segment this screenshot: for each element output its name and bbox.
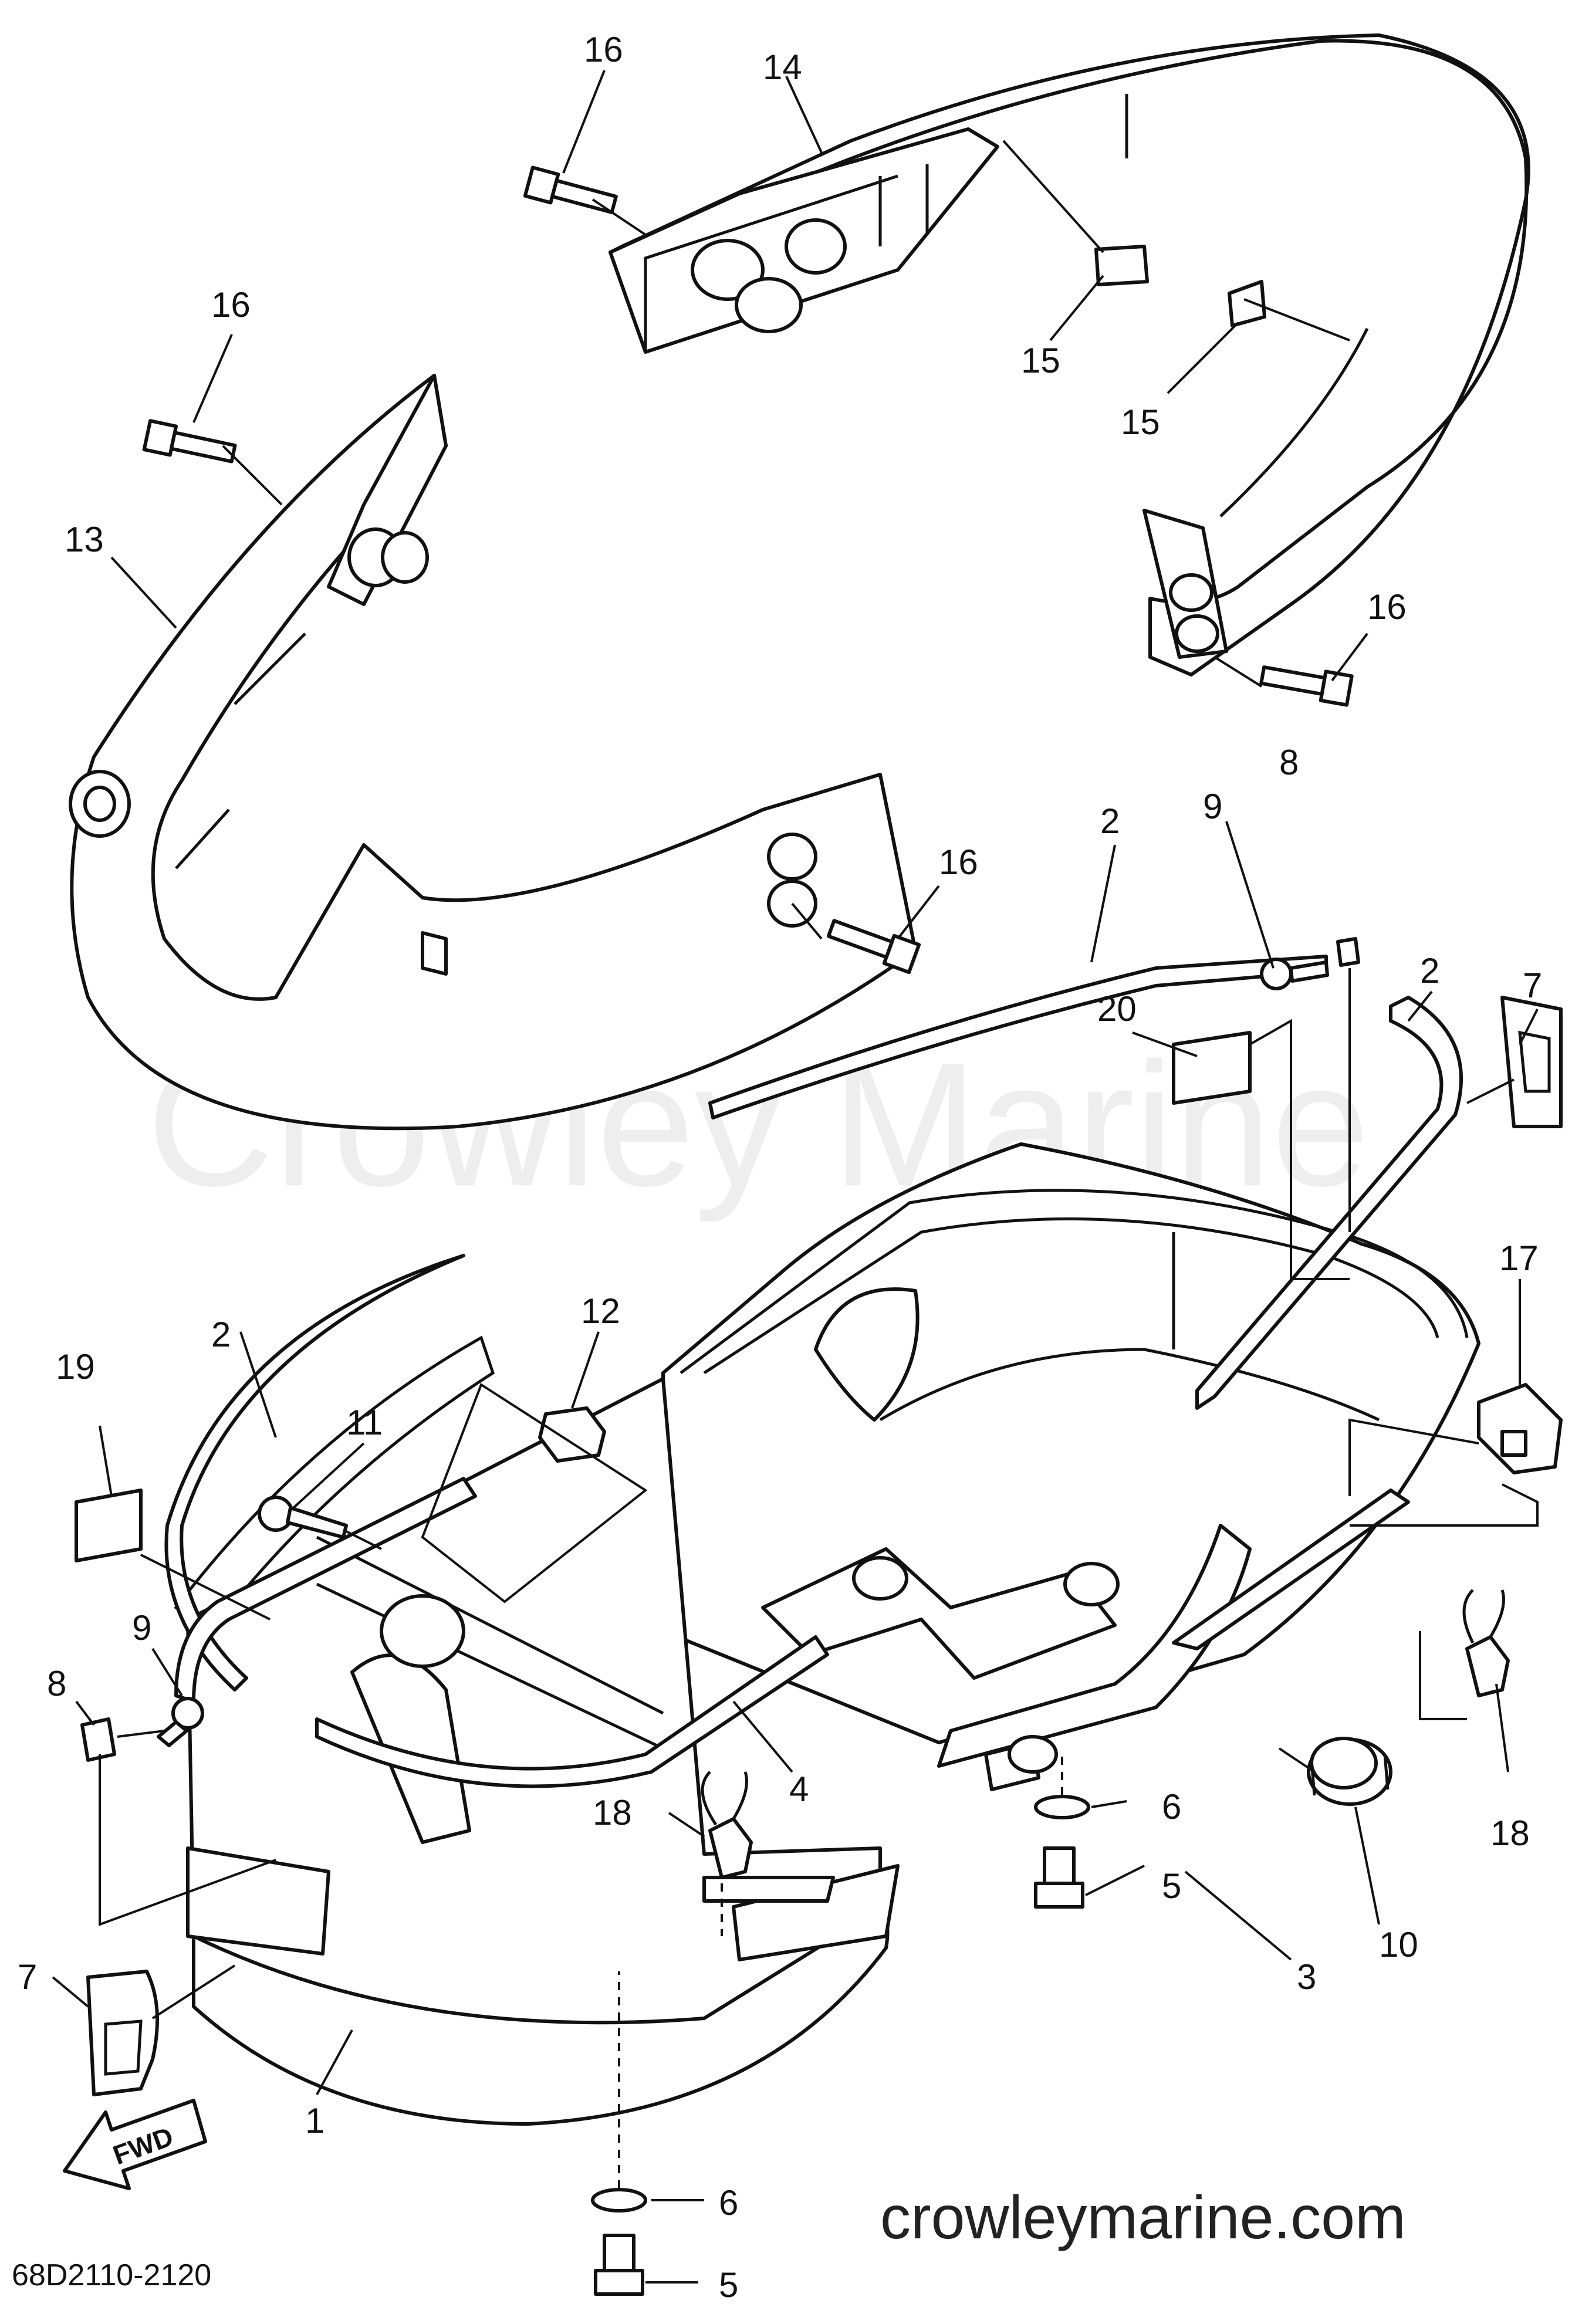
callout-16: 16: [1367, 587, 1407, 627]
callout-6: 6: [719, 2183, 738, 2222]
callout-leaders: [52, 70, 1539, 2284]
callout-3: 3: [1297, 1957, 1316, 1997]
callout-15: 15: [1021, 341, 1060, 380]
callout-2: 2: [1100, 801, 1120, 841]
part-17-holder: [1477, 1383, 1563, 1474]
part-20-label: [1172, 1031, 1252, 1105]
callout-20: 20: [1097, 989, 1137, 1029]
callout-16: 16: [211, 285, 251, 324]
callout-17: 17: [1499, 1239, 1539, 1278]
callout-18: 18: [1490, 1814, 1530, 1853]
callout-2: 2: [211, 1315, 231, 1354]
part-18-clamps: [701, 1589, 1510, 1879]
site-name: crowleymarine.com: [880, 2184, 1406, 2252]
callout-4: 4: [789, 1770, 809, 1809]
callout-8: 8: [47, 1664, 66, 1703]
part-15-pads: [1094, 245, 1266, 327]
part-14-front-apron: [609, 33, 1530, 676]
part-8-nut-plates: [80, 937, 1360, 1762]
callout-15: 15: [1121, 402, 1160, 442]
diagram-code: 68D2110-2120: [12, 2258, 211, 2292]
part-9-screws: [157, 958, 1329, 1747]
callout-5: 5: [1162, 1866, 1181, 1906]
callout-1: 1: [305, 2101, 324, 2140]
callout-18: 18: [593, 1793, 632, 1832]
part-6-washers: [591, 1795, 1090, 2213]
fwd-arrow-icon: FWD: [63, 2099, 207, 2190]
callout-9: 9: [132, 1608, 151, 1648]
part-11-screw: [258, 1496, 348, 1539]
callout-labels: 16 14 16 15 15 13 16 8 9 2 16 2 7 20 17 …: [18, 30, 1542, 2305]
assembly-lines: [99, 140, 1539, 2188]
part-4-cowling-seal: [174, 1477, 835, 1903]
part-7-clamps: [86, 996, 1563, 2096]
callout-9: 9: [1203, 787, 1222, 826]
callout-6: 6: [1162, 1787, 1181, 1826]
callout-7: 7: [1523, 966, 1542, 1005]
callout-12: 12: [581, 1291, 620, 1331]
part-12-clip: [538, 1406, 606, 1463]
part-13-rear-apron: [69, 374, 917, 1131]
callout-11: 11: [346, 1403, 383, 1442]
part-19-label: [75, 1489, 143, 1562]
callout-8: 8: [1279, 743, 1299, 782]
part-5-bolts: [594, 1846, 1084, 2296]
callout-10: 10: [1379, 1925, 1418, 1964]
callout-7: 7: [18, 1957, 37, 1997]
callout-13: 13: [65, 520, 104, 559]
part-10-grommet: [1307, 1737, 1392, 1806]
callout-2: 2: [1420, 951, 1439, 990]
callout-16: 16: [939, 843, 978, 882]
callout-16: 16: [584, 30, 623, 69]
callout-14: 14: [763, 48, 802, 87]
callout-5: 5: [719, 2265, 738, 2305]
callout-19: 19: [56, 1347, 95, 1386]
